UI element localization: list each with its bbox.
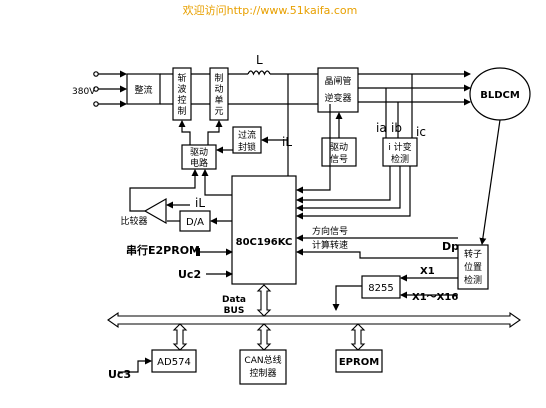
site-header: 欢迎访问http://www.51kaifa.com (183, 3, 358, 17)
current-detect-label-1: i 计变 (388, 141, 411, 153)
ppi-8255-block (361, 275, 401, 299)
drive-signal-label-2: 信号 (330, 153, 348, 165)
brake-label-1: 制 (214, 72, 223, 84)
eprom-label: EPROM (339, 357, 379, 368)
rotor-position-block (457, 244, 489, 290)
comparator-symbol (143, 197, 167, 225)
data-bus: Data BUS (107, 284, 521, 351)
drive-signal-label-1: 驱动 (330, 142, 348, 153)
rotor-label-1: 转子 (464, 248, 482, 260)
data-bus-label-1: Data (222, 295, 246, 305)
rectifier-block (126, 73, 161, 105)
uc2-label: Uc2 (178, 268, 201, 281)
rotor-label-2: 位置 (464, 261, 482, 273)
ppi-label: 8255 (368, 283, 393, 294)
overcurrent-label-1: 过流 (238, 129, 256, 141)
mcu-label: 80C196KC (236, 237, 293, 248)
motor-label: BLDCM (480, 90, 520, 101)
drive-circuit-label-2: 电路 (190, 157, 208, 169)
current-detect-label-2: 检测 (391, 153, 409, 165)
x-range-label: X1～X16 (412, 292, 458, 303)
brake-label-2: 动 (214, 84, 223, 95)
can-label-2: 控制器 (249, 367, 276, 379)
inverter-block (317, 67, 359, 113)
inductor-label: L (256, 53, 263, 67)
chopper-label-4: 制 (177, 105, 186, 117)
brake-label-3: 单 (214, 94, 223, 106)
chopper-label-1: 斩 (177, 72, 186, 84)
drive-signal-block (321, 137, 357, 167)
mcu-block (231, 175, 297, 285)
data-bus-label-2: BUS (224, 306, 245, 316)
ia-label: ia (376, 121, 387, 135)
drive-circuit-block (181, 144, 217, 170)
rotor-label-3: 检测 (464, 274, 482, 286)
motor-phase-lines (358, 70, 471, 106)
rectifier-label: 整流 (134, 84, 152, 96)
direction-label: 方向信号 (312, 225, 348, 237)
speed-label: 计算转速 (312, 239, 348, 251)
eeprom-label: 串行E2PROM (126, 243, 200, 257)
ib-label: ib (391, 121, 402, 135)
dac-label: D/A (186, 217, 204, 228)
inverter-label-1: 晶闸管 (324, 75, 351, 87)
chopper-label-3: 控 (177, 94, 186, 106)
overcurrent-label-2: 封锁 (238, 141, 256, 153)
adc-label: AD574 (157, 357, 191, 368)
comparator-label: 比较器 (120, 215, 147, 227)
dp-label: Dp (442, 240, 459, 253)
ac-input: 380V (72, 70, 127, 108)
supply-voltage-label: 380V (72, 87, 96, 97)
inductor-symbol (247, 70, 271, 76)
power-rails (160, 70, 318, 190)
drive-circuit-label-1: 驱动 (190, 147, 208, 158)
uc3-label: Uc3 (108, 368, 131, 381)
il-label-left: iL (195, 196, 205, 210)
overcurrent-lock-block (232, 126, 262, 154)
eprom-block (335, 349, 383, 373)
current-detect-block (382, 137, 418, 167)
inverter-label-2: 逆变器 (324, 92, 351, 104)
x1-label: X1 (420, 266, 435, 277)
can-label-1: CAN总线 (244, 354, 281, 366)
can-controller-block (239, 349, 287, 385)
ic-label: ic (416, 125, 426, 139)
adc-block (151, 349, 197, 373)
il-label-right: iL (282, 135, 292, 149)
brake-label-4: 元 (214, 107, 223, 117)
chopper-label-2: 波 (177, 83, 186, 95)
